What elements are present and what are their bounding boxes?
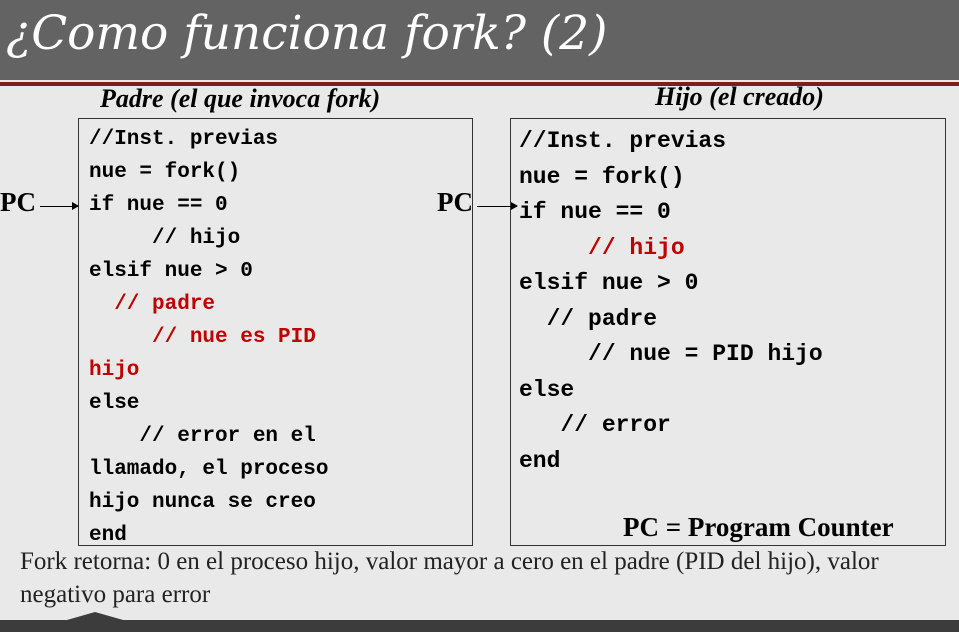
pc-definition: PC = Program Counter <box>623 512 894 542</box>
child-code-box: //Inst. previas nue = fork() if nue == 0… <box>510 118 946 546</box>
child-code-line: // nue = PID hijo <box>519 341 823 367</box>
parent-pc-label: PC <box>0 187 36 217</box>
parent-code-line: end <box>89 524 127 547</box>
child-code-line: //Inst. previas <box>519 128 727 154</box>
footer-text: Fork retorna: 0 en el proceso hijo, valo… <box>20 548 879 608</box>
parent-code: //Inst. previas nue = fork() if nue == 0… <box>79 119 472 552</box>
parent-header: Padre (el que invoca fork) <box>100 84 381 113</box>
child-code-line: // hijo <box>519 234 685 261</box>
child-code-line: elsif nue > 0 <box>519 270 699 296</box>
parent-code-line: nue = fork() <box>89 161 241 184</box>
parent-code-line: if nue == 0 <box>89 194 228 217</box>
child-header: Hijo (el creado) <box>655 82 824 111</box>
child-pc-label: PC <box>437 187 473 217</box>
child-code-line: // padre <box>519 305 658 332</box>
parent-code-line: // error en el <box>89 425 316 448</box>
child-code-line: nue = fork() <box>519 163 685 190</box>
child-pc-arrow <box>477 202 518 210</box>
child-code-line: // error <box>519 412 671 438</box>
title-bar <box>0 0 959 80</box>
child-code-line: else <box>519 376 575 403</box>
parent-code-line: //Inst. previas <box>89 128 279 151</box>
child-code: //Inst. previas nue = fork() if nue == 0… <box>511 119 945 479</box>
parent-code-line: elsif nue > 0 <box>89 260 253 283</box>
parent-code-line: else <box>89 392 140 415</box>
parent-code-line: // nue es PID <box>89 326 316 349</box>
child-code-line: end <box>519 447 561 474</box>
slide-title: ¿Como funciona fork? (2) <box>6 6 608 61</box>
parent-code-line: // padre <box>89 293 216 316</box>
bottom-bar <box>0 620 959 632</box>
parent-code-line: hijo nunca se creo <box>89 491 316 514</box>
parent-code-line: hijo <box>89 359 140 382</box>
parent-code-box: //Inst. previas nue = fork() if nue == 0… <box>78 118 473 547</box>
bottom-tab-decoration <box>60 612 130 622</box>
child-code-line: if nue == 0 <box>519 199 671 225</box>
parent-code-line: llamado, el proceso <box>89 458 329 481</box>
title-divider <box>0 82 959 86</box>
parent-pc-arrow <box>40 202 79 210</box>
parent-code-line: // hijo <box>89 227 241 250</box>
